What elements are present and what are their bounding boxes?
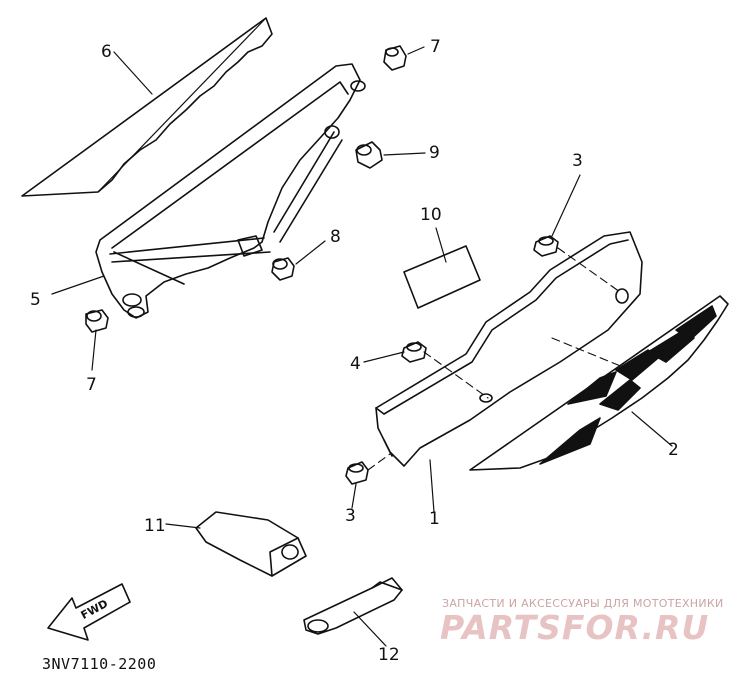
callout-3-top: 3 [572, 151, 583, 171]
part-11-pad [195, 511, 307, 577]
callout-7-bottom: 7 [86, 375, 97, 395]
part-1-side-cover [375, 231, 643, 467]
part-3-grommet-top [533, 235, 559, 257]
part-8-grommet [271, 257, 295, 281]
callout-3-bottom: 3 [345, 506, 356, 526]
watermark-tagline: ЗАПЧАСТИ И АКСЕССУАРЫ ДЛЯ МОТОТЕХНИКИ [442, 597, 724, 610]
part-9-grommet [355, 141, 383, 169]
callout-4: 4 [350, 354, 361, 374]
callout-1: 1 [429, 509, 440, 529]
callout-2: 2 [668, 440, 679, 460]
callout-8: 8 [330, 227, 341, 247]
part-2-decal [469, 295, 729, 471]
part-5-bracket [95, 63, 366, 319]
callout-12: 12 [378, 645, 400, 665]
watermark-brand: PARTSFOR.RU [440, 608, 710, 647]
callout-11: 11 [144, 516, 166, 536]
callout-6: 6 [101, 42, 112, 62]
callout-10: 10 [420, 205, 442, 225]
callout-7-top: 7 [430, 37, 441, 57]
fwd-arrow-icon [47, 583, 131, 641]
part-12-strap [303, 577, 403, 635]
part-10-plate [403, 245, 481, 309]
leader-lines [51, 46, 673, 647]
part-7-grommet-bottom [85, 309, 109, 333]
diagram-code: 3NV7110-2200 [42, 655, 157, 673]
callout-9: 9 [429, 143, 440, 163]
part-7-grommet-top [383, 45, 407, 71]
part-6-strip [21, 17, 273, 197]
part-3-grommet-bottom [345, 461, 369, 485]
part-4-grommet [401, 341, 427, 363]
callout-5: 5 [30, 290, 41, 310]
